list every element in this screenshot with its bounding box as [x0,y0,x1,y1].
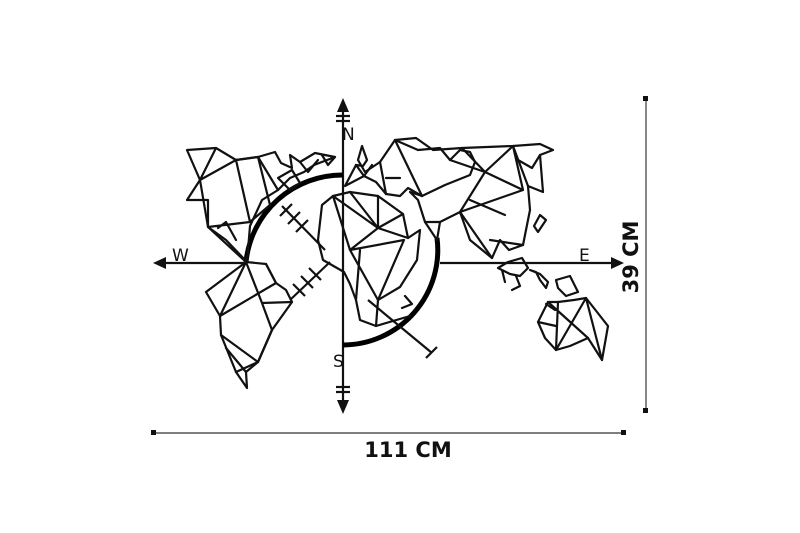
diagonal-tick [292,283,306,297]
east-arrow-icon [611,257,624,269]
compass-arc-left [243,172,344,263]
compass-arc-right [342,237,441,348]
east-label: E [579,246,590,266]
continent-australia [536,296,610,362]
width-right-cap [621,430,626,435]
width-label: 111 CM [364,438,451,462]
diagonal-tick [308,267,322,281]
continent-southeast-asia [496,256,580,298]
width-dimension: 111 CM [151,430,626,462]
south-label: S [333,352,344,372]
north-label: N [342,125,355,145]
diagonal-tick [279,203,293,217]
west-arrow-icon [153,257,166,269]
height-bottom-cap [643,408,648,413]
continent-africa [316,190,422,328]
continent-europe [343,138,477,198]
height-label: 39 CM [619,221,643,294]
sw-diagonal [289,261,331,301]
diagonal-end-cap [425,346,438,359]
continent-asia [393,136,555,260]
height-top-cap [643,96,648,101]
diagonal-tick [300,275,314,289]
height-dimension: 39 CM [619,96,648,413]
west-label: W [172,246,189,266]
diagonal-tick [295,219,309,233]
diagonal-tick [287,211,301,225]
north-arrow-icon [337,98,349,112]
continent-south-america [204,260,294,390]
width-left-cap [151,430,156,435]
south-arrow-icon [337,400,349,414]
se-diagonal [367,299,433,354]
continents [185,136,610,390]
compass: N S W E [153,98,624,414]
continent-north-america [185,146,337,264]
